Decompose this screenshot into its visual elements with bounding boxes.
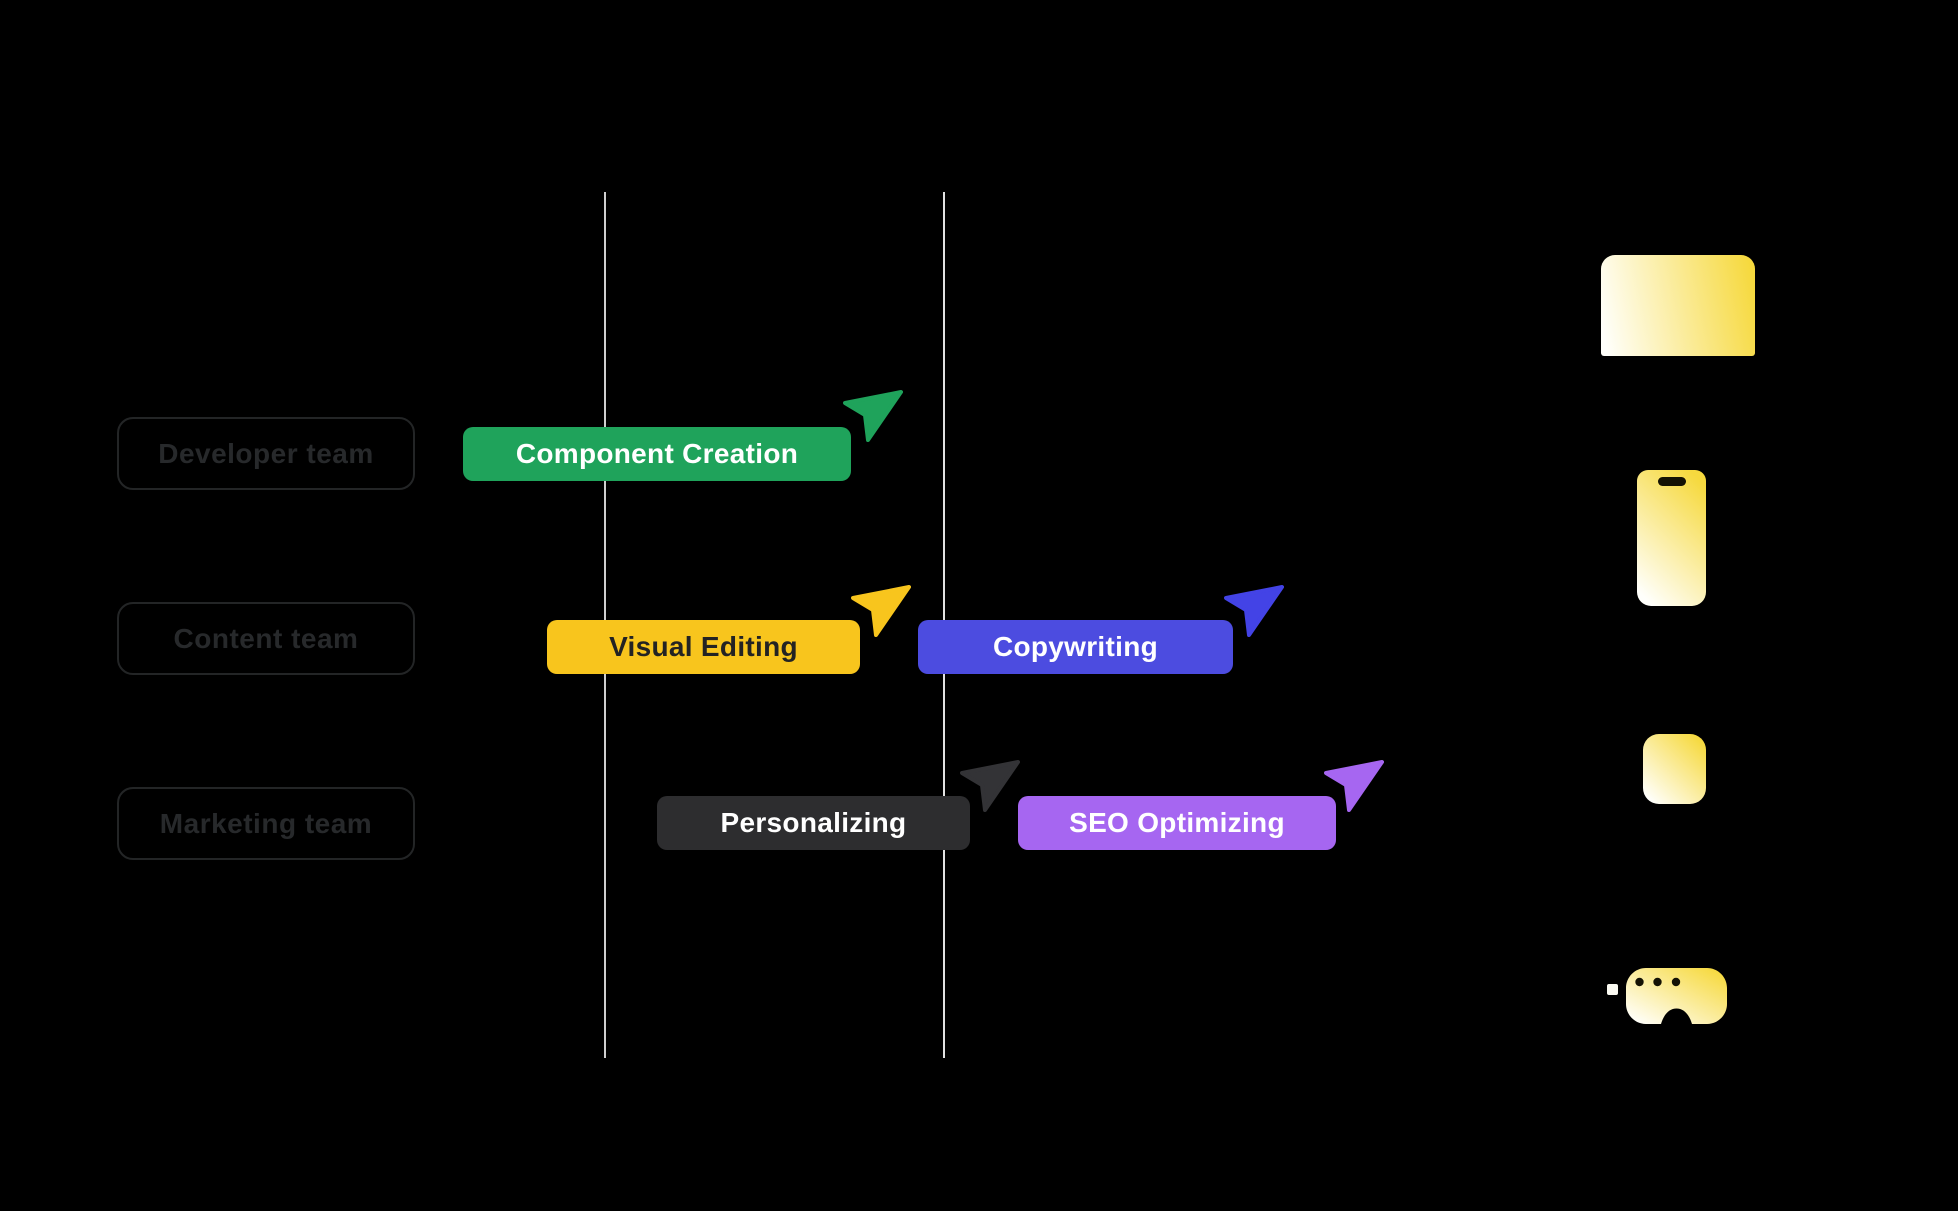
smartwatch-icon <box>1643 734 1706 804</box>
task-badge-label: Component Creation <box>515 438 799 469</box>
headset-side-square-icon <box>1607 984 1618 995</box>
desktop-screen-icon <box>1601 255 1755 356</box>
team-label-marketing: Marketing team <box>117 787 415 860</box>
headset-dot <box>1671 977 1681 987</box>
cursor-arrow-icon <box>1224 585 1284 637</box>
team-label-developer: Developer team <box>117 417 415 490</box>
task-badge-component-creation: Component Creation <box>463 427 851 481</box>
phone-icon <box>1637 470 1706 606</box>
vr-headset-icon <box>1626 968 1727 1024</box>
task-badge-label: Copywriting <box>992 631 1159 662</box>
cursor-arrow-icon <box>843 390 903 442</box>
headset-dot <box>1635 977 1644 987</box>
task-badge-label: Visual Editing <box>609 631 798 662</box>
task-badge-copywriting: Copywriting <box>918 620 1233 674</box>
task-badge-label: SEO Optimizing <box>1069 807 1285 838</box>
task-badge-label: Personalizing <box>720 807 907 838</box>
cursor-arrow-icon <box>960 760 1020 812</box>
phone-notch-icon <box>1657 477 1686 486</box>
task-badge-visual-editing: Visual Editing <box>547 620 860 674</box>
task-badge-personalizing: Personalizing <box>657 796 970 850</box>
headset-dot <box>1653 977 1662 987</box>
headset-body <box>1626 968 1727 1024</box>
task-badge-seo-optimizing: SEO Optimizing <box>1018 796 1336 850</box>
team-label-text: Marketing team <box>159 807 373 839</box>
cursor-arrow-icon <box>1324 760 1384 812</box>
team-label-content: Content team <box>117 602 415 675</box>
cursor-arrow-icon <box>851 585 911 637</box>
team-label-text: Content team <box>173 622 359 654</box>
team-label-text: Developer team <box>158 437 374 469</box>
